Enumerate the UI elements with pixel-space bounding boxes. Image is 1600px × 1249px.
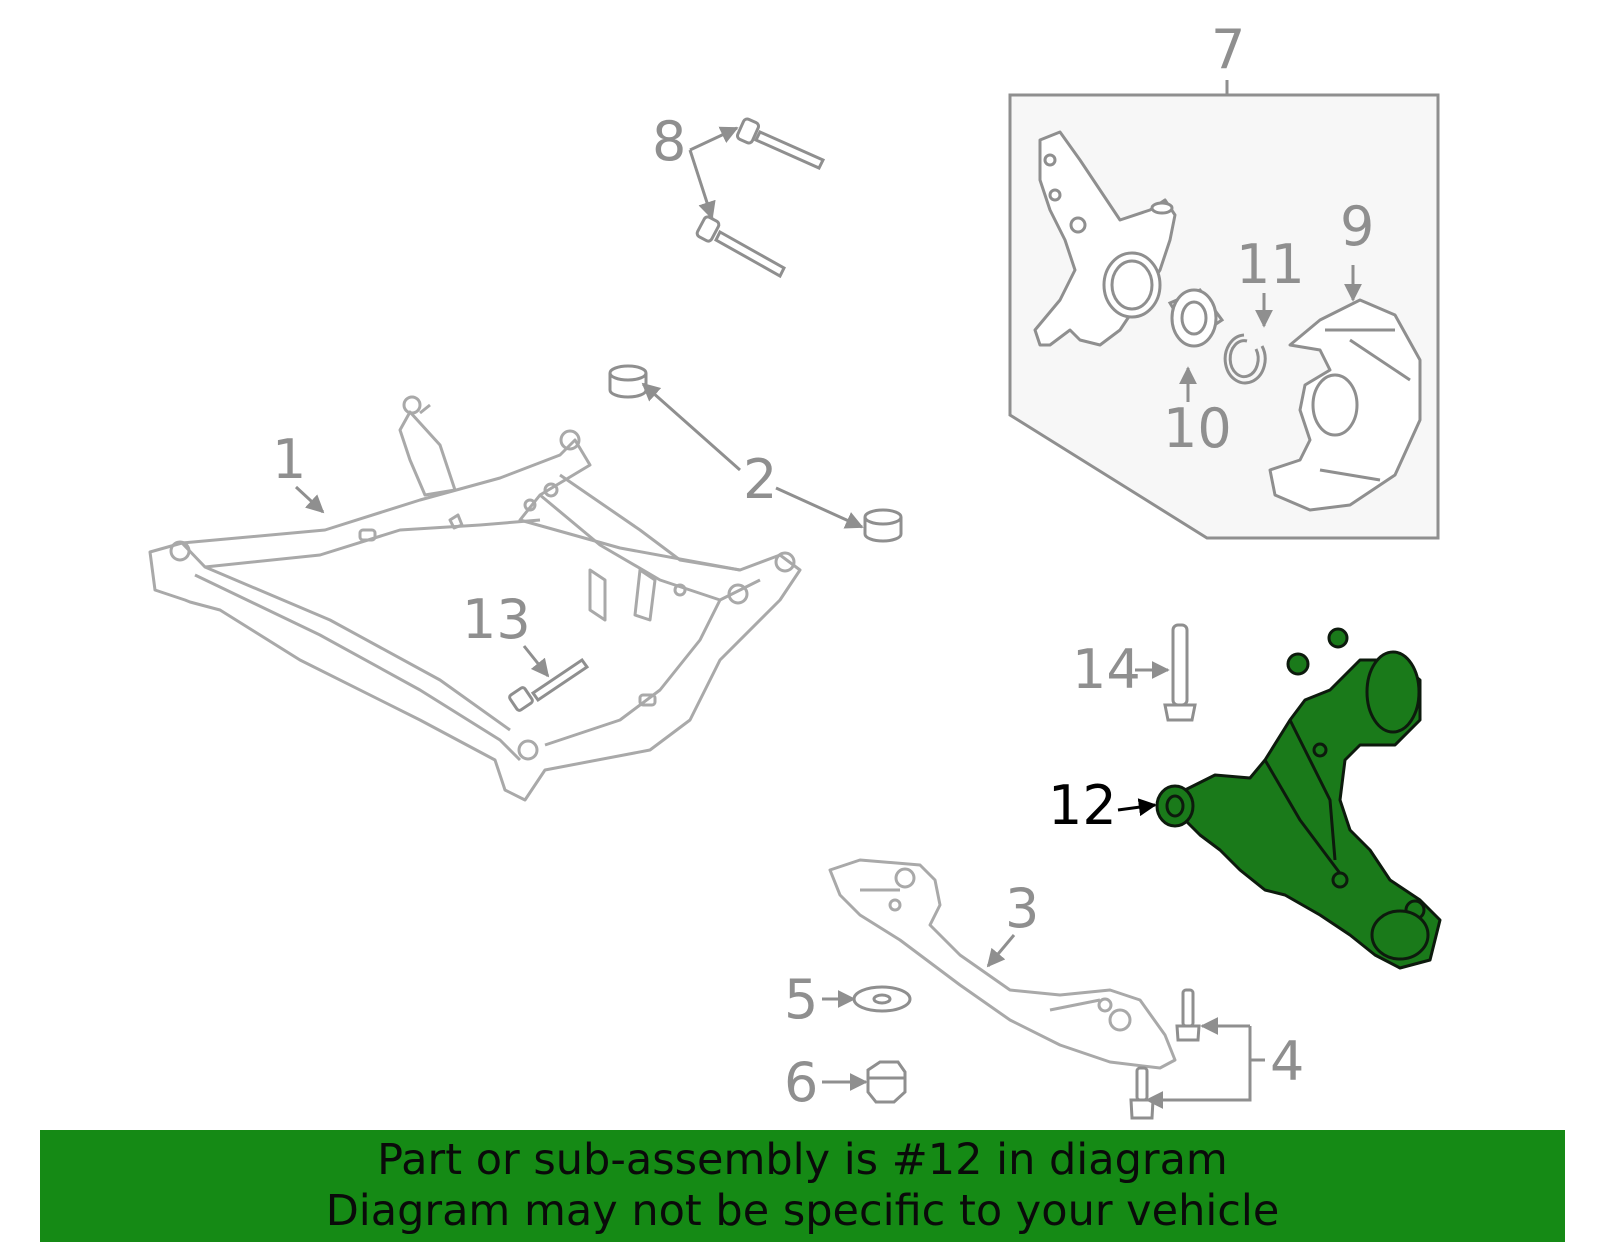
front-subframe[interactable] [148, 395, 802, 802]
callout-labels: 1 2 3 4 5 6 7 8 9 10 11 12 13 14 [272, 18, 1374, 1114]
snap-ring[interactable] [1223, 333, 1267, 385]
banner-line-2: Diagram may not be specific to your vehi… [325, 1186, 1280, 1236]
crossmember-brace[interactable] [828, 858, 1177, 1070]
banner-line-1: Part or sub-assembly is #12 in diagram [377, 1135, 1228, 1185]
callout-14: 14 [1072, 638, 1141, 701]
bolt-14[interactable] [1163, 623, 1197, 722]
callout-13: 13 [462, 588, 531, 651]
bushing-top[interactable] [608, 364, 648, 399]
callout-7: 7 [1211, 18, 1245, 81]
info-banner: Part or sub-assembly is #12 in diagram D… [40, 1130, 1565, 1242]
callout-5: 5 [784, 968, 818, 1031]
callout-1: 1 [272, 428, 306, 491]
callout-3: 3 [1005, 877, 1039, 940]
callout-8: 8 [652, 110, 686, 173]
lower-control-arm[interactable] [1155, 627, 1442, 970]
bolt-13[interactable] [508, 657, 590, 712]
steering-knuckle[interactable] [1033, 130, 1177, 347]
callout-12: 12 [1048, 774, 1117, 837]
callout-11: 11 [1236, 233, 1305, 296]
leader-lines [294, 126, 1362, 1109]
washer[interactable] [852, 985, 912, 1013]
bolt-4-lower[interactable] [1129, 1066, 1155, 1120]
bolt-lower[interactable] [695, 215, 786, 279]
callout-2: 2 [743, 448, 777, 511]
bolt-4-upper[interactable] [1175, 988, 1201, 1042]
bushing-bottom[interactable] [863, 508, 903, 543]
wheel-bearing[interactable] [1167, 288, 1225, 348]
splash-shield[interactable] [1268, 298, 1422, 512]
nut[interactable] [866, 1060, 907, 1104]
callout-4: 4 [1270, 1030, 1304, 1093]
bolt-upper[interactable] [735, 117, 826, 170]
callout-9: 9 [1340, 195, 1374, 258]
callout-10: 10 [1163, 397, 1232, 460]
callout-6: 6 [784, 1051, 818, 1114]
